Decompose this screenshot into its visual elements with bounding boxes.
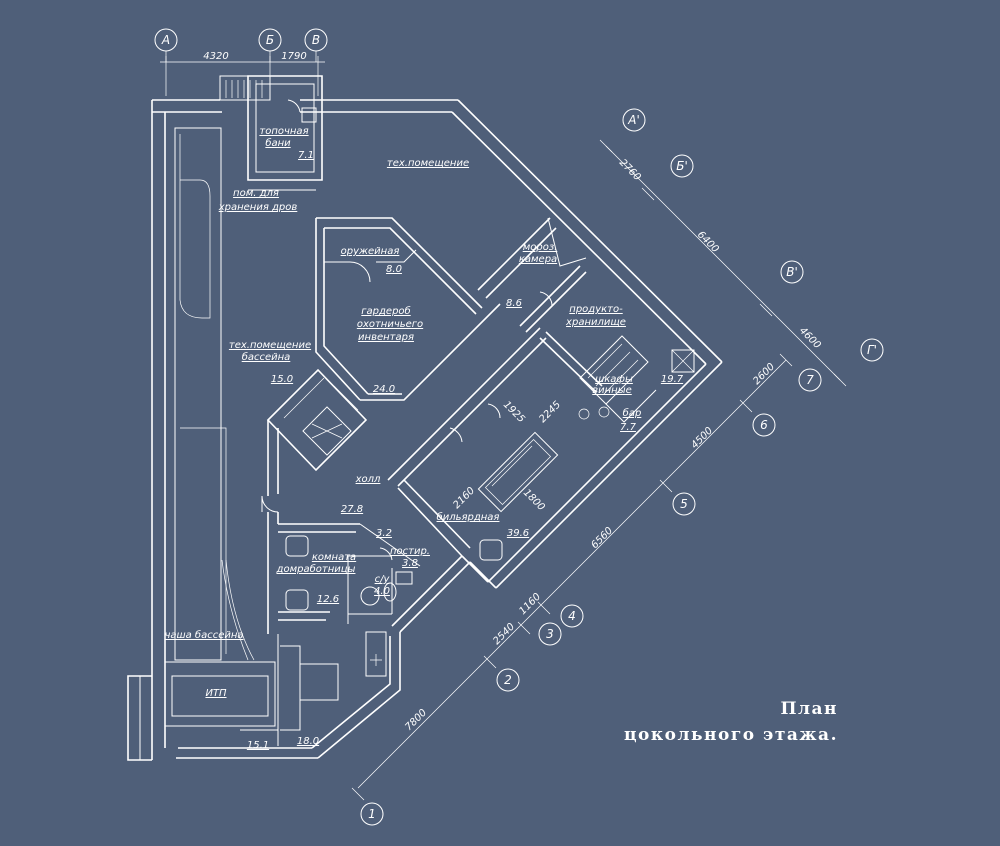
dim-right-7800: 7800 bbox=[403, 707, 429, 733]
dim-table-2160: 2160 bbox=[451, 485, 477, 511]
dim-right-6560: 6560 bbox=[589, 525, 615, 551]
axis-label-a: А bbox=[161, 33, 170, 47]
dim-right-1160: 1160 bbox=[517, 591, 543, 617]
area-laundry: 3.8 bbox=[402, 558, 418, 569]
axis-label-a-prime: А' bbox=[627, 113, 640, 127]
label-pantry-1: продукто- bbox=[569, 304, 623, 315]
area-maid: 12.6 bbox=[317, 594, 339, 605]
label-wardrobe-2: охотничьего bbox=[357, 319, 423, 330]
dim-right-4500: 4500 bbox=[689, 425, 715, 451]
axis-label-v-prime: В' bbox=[786, 265, 798, 279]
label-freezer-1: мороз. bbox=[523, 242, 558, 253]
axis-label-4: 4 bbox=[568, 609, 576, 623]
area-bar: 7.7 bbox=[620, 422, 637, 433]
axis-label-1: 1 bbox=[368, 807, 376, 821]
axis-label-v: В bbox=[312, 33, 320, 47]
dim-table-1925: 1925 bbox=[501, 399, 527, 425]
label-sauna-2: бани bbox=[265, 137, 291, 149]
axis-label-b: Б bbox=[266, 33, 274, 47]
dim-table-1800: 1800 bbox=[521, 487, 547, 513]
area-hall: 27.8 bbox=[341, 504, 363, 515]
area-sauna: 7.1 bbox=[298, 150, 314, 161]
label-maid-2: домработницы bbox=[276, 563, 356, 575]
area-wardrobe: 24.0 bbox=[373, 384, 395, 395]
axis-label-6: 6 bbox=[760, 418, 768, 432]
area-pantry: 19.7 bbox=[661, 374, 684, 385]
plan-title-line1: План bbox=[780, 699, 838, 719]
dim-table-2245: 2245 bbox=[537, 399, 563, 425]
area-boiler: 18.0 bbox=[297, 736, 319, 747]
label-pool-tech-1: тех.помещение bbox=[229, 340, 311, 351]
label-pool-bowl: чаша бассейна bbox=[164, 629, 243, 641]
label-wardrobe-1: гардероб bbox=[361, 305, 410, 317]
label-firewood-2: хранения дров bbox=[218, 202, 298, 213]
dim-diag-6400: 6400 bbox=[695, 229, 721, 255]
walls bbox=[127, 99, 723, 761]
plan-title: План цокольного этажа. bbox=[624, 696, 838, 748]
label-firewood-1: пом. для bbox=[233, 188, 279, 199]
axis-label-g-prime: Г' bbox=[867, 343, 877, 357]
label-wc: с/у bbox=[375, 574, 391, 585]
area-wc: 4.0 bbox=[374, 586, 390, 597]
label-billiard: бильярдная bbox=[437, 511, 500, 523]
label-wine-1: шкафы bbox=[595, 374, 633, 385]
room-labels: топочная бани 7.1 тех.помещение пом. для… bbox=[164, 126, 683, 751]
axis-labels: А Б В А' Б' В' Г' 7 6 5 4 3 2 1 bbox=[161, 33, 877, 821]
dim-right-2540: 2540 bbox=[491, 621, 517, 647]
area-freezer: 8.6 bbox=[506, 298, 522, 309]
label-gun-room: оружейная bbox=[341, 246, 400, 257]
area-pool-tech: 15.0 bbox=[271, 374, 293, 385]
axis-label-7: 7 bbox=[806, 373, 814, 387]
label-hall: холл bbox=[355, 474, 381, 485]
dimension-lines bbox=[160, 56, 847, 801]
axis-label-2: 2 bbox=[504, 673, 512, 687]
label-wine-2: винные bbox=[592, 385, 632, 396]
dim-top-1790: 1790 bbox=[281, 51, 306, 62]
area-gun-room: 8.0 bbox=[386, 264, 402, 275]
axis-label-b-prime: Б' bbox=[676, 159, 688, 173]
axis-bubbles bbox=[154, 28, 884, 826]
dim-right-2600: 2600 bbox=[751, 361, 777, 387]
dim-top-4320: 4320 bbox=[203, 51, 228, 62]
label-itp: ИТП bbox=[205, 688, 227, 699]
axis-label-3: 3 bbox=[546, 627, 554, 641]
area-vestibule: 3.2 bbox=[376, 528, 392, 539]
label-sauna-1: топочная bbox=[259, 126, 308, 137]
label-freezer-2: камера bbox=[519, 254, 557, 265]
label-wardrobe-3: инвентаря bbox=[358, 332, 414, 343]
label-laundry: постир. bbox=[390, 546, 430, 557]
partitions bbox=[164, 75, 695, 746]
label-maid-1: комната bbox=[312, 552, 356, 563]
label-pantry-2: хранилище bbox=[565, 317, 626, 328]
area-itp: 15.1 bbox=[247, 740, 269, 751]
label-bar: бар bbox=[623, 407, 642, 419]
dim-diag-4600: 4600 bbox=[797, 325, 823, 351]
plan-title-line2: цокольного этажа. bbox=[624, 725, 838, 745]
area-billiard: 39.6 bbox=[507, 528, 529, 539]
label-tech-room: тех.помещение bbox=[387, 158, 469, 169]
label-pool-tech-2: бассейна bbox=[242, 351, 291, 363]
axis-label-5: 5 bbox=[680, 497, 688, 511]
